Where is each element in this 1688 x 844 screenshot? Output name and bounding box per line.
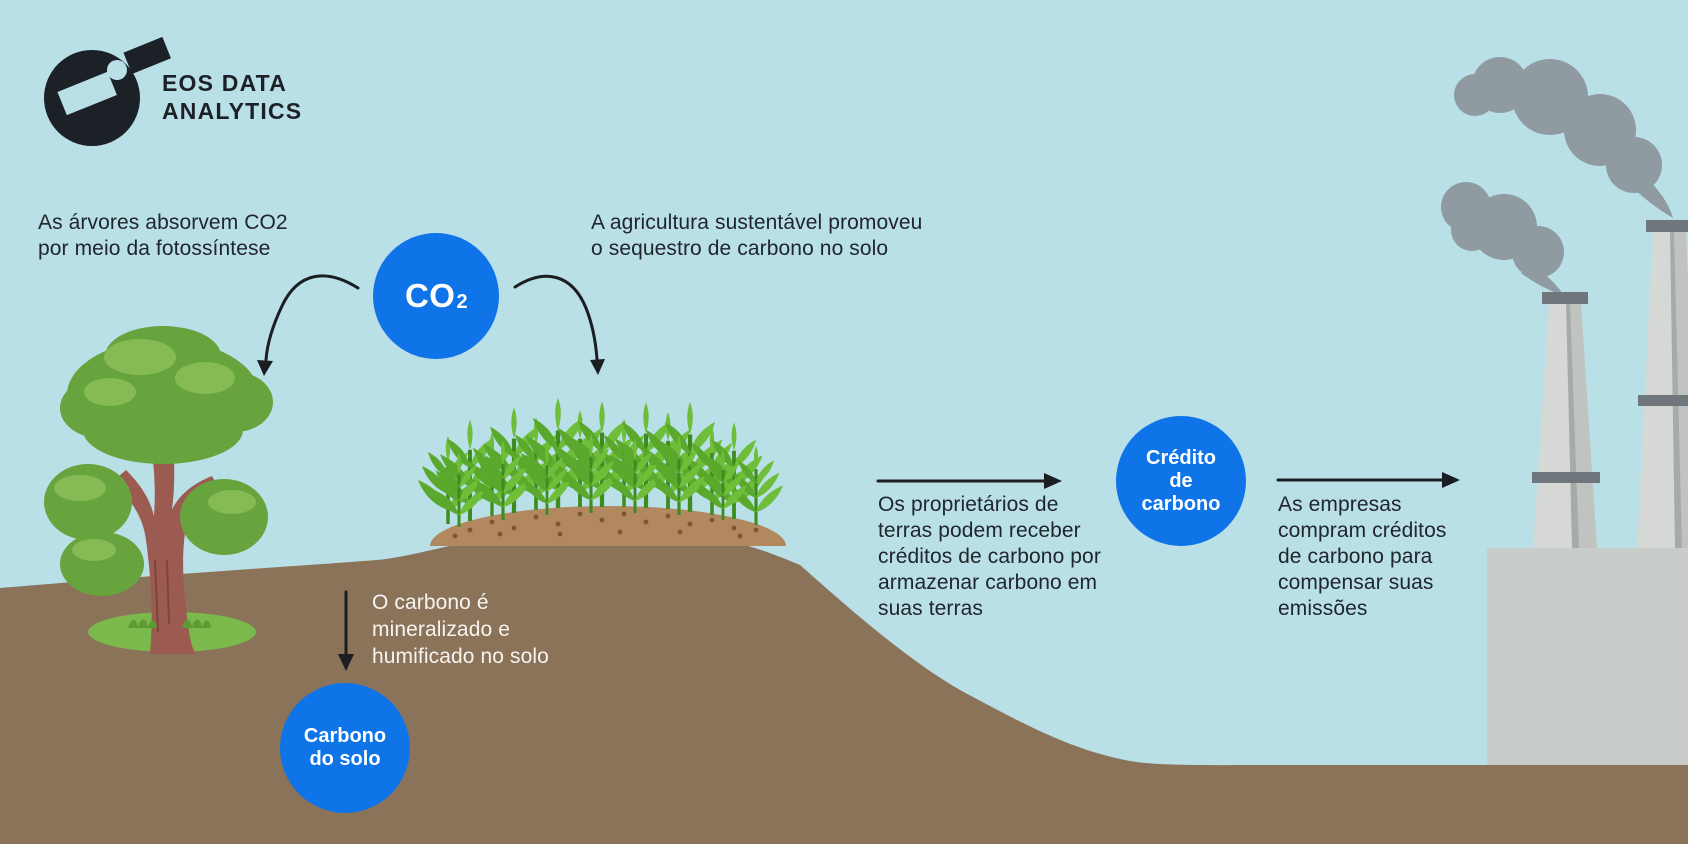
logo-wordmark: EOS DATA ANALYTICS [162, 69, 302, 125]
carbon-credit-label: Crédito de carbono [1141, 446, 1221, 515]
arrow-co2-to-crops-icon [513, 274, 605, 375]
soil-hill-shape [0, 528, 1688, 844]
arrow-carbon-down-icon [338, 590, 354, 671]
co2-label: CO [404, 277, 456, 314]
smoke-lower-icon [1441, 182, 1564, 296]
caption-companies-buy-credits: As empresas compram créditos de carbono … [1278, 493, 1447, 620]
soil-carbon-label: Carbono do solo [303, 725, 387, 770]
arrow-landowners-icon [876, 473, 1062, 489]
smoke-upper-icon [1454, 57, 1673, 218]
eosda-logo-icon [44, 36, 171, 146]
soil-carbon-bubble: Carbono do solo [280, 683, 410, 813]
factory-illustration [1487, 220, 1688, 768]
carbon-credit-bubble: Crédito de carbono [1116, 416, 1246, 546]
caption-carbon-mineralized: O carbono é mineralizado e humificado no… [372, 591, 549, 668]
crops-illustration [416, 398, 786, 546]
flow-arrows [257, 274, 1460, 671]
tree-illustration [44, 326, 273, 654]
caption-landowners-credits: Os proprietários de terras podem receber… [878, 493, 1101, 620]
logo-line-2: ANALYTICS [162, 98, 303, 124]
caption-trees-absorb-co2: As árvores absorvem CO2 por meio da foto… [38, 211, 288, 260]
caption-sustainable-agriculture: A agricultura sustentável promoveu o seq… [591, 211, 923, 260]
logo-line-1: EOS DATA [162, 70, 288, 96]
arrow-companies-icon [1276, 472, 1460, 488]
arrow-co2-to-tree-icon [257, 274, 360, 376]
